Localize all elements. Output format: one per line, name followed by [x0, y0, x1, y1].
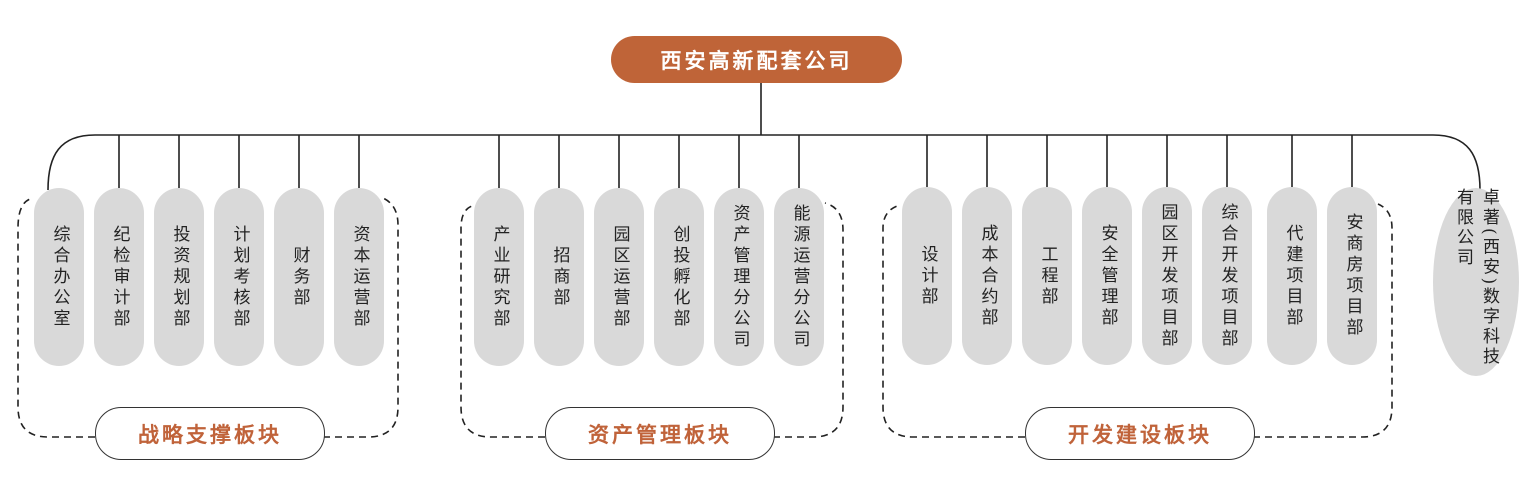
- segment-label-development[interactable]: 开发建设板块: [1025, 407, 1255, 460]
- department-node[interactable]: 招商部: [534, 188, 584, 366]
- department-label: 招商部: [549, 245, 570, 309]
- department-label: 资本运营部: [349, 224, 370, 330]
- root-company-label: 西安高新配套公司: [660, 47, 853, 73]
- segment-3-bracket-left: [882, 204, 1025, 438]
- department-node[interactable]: 安全管理部: [1082, 187, 1132, 365]
- subsidiary-node[interactable]: 卓著(西安)数字科技有限公司: [1433, 188, 1519, 376]
- segment-label-asset[interactable]: 资产管理板块: [545, 407, 775, 460]
- department-label: 纪检审计部: [109, 224, 130, 330]
- department-label: 成本合约部: [977, 223, 998, 329]
- department-label: 工程部: [1037, 244, 1058, 308]
- department-node[interactable]: 创投孵化部: [654, 188, 704, 366]
- department-node[interactable]: 综合开发项目部: [1202, 187, 1252, 365]
- department-node[interactable]: 成本合约部: [962, 187, 1012, 365]
- department-node[interactable]: 财务部: [274, 188, 324, 366]
- segment-1-bracket-left: [17, 197, 95, 438]
- department-label: 综合开发项目部: [1217, 202, 1238, 350]
- department-node[interactable]: 资产管理分公司: [714, 188, 764, 366]
- department-node[interactable]: 能源运营分公司: [774, 188, 824, 366]
- segment-2-bracket-right: [773, 202, 844, 438]
- department-label: 安商房项目部: [1342, 213, 1363, 339]
- department-label: 产业研究部: [489, 224, 510, 330]
- segment-label-strategy[interactable]: 战略支撑板块: [95, 407, 325, 460]
- department-label: 安全管理部: [1097, 223, 1118, 329]
- department-label: 设计部: [917, 244, 938, 308]
- department-label: 园区运营部: [609, 224, 630, 330]
- department-node[interactable]: 园区运营部: [594, 188, 644, 366]
- department-node[interactable]: 资本运营部: [334, 188, 384, 366]
- main-bus: [47, 134, 1481, 191]
- department-label: 园区开发项目部: [1157, 202, 1178, 350]
- segment-label-text: 开发建设板块: [1068, 421, 1212, 447]
- segment-2-bracket-left: [460, 205, 545, 438]
- department-label: 财务部: [289, 245, 310, 309]
- segment-label-text: 战略支撑板块: [138, 421, 282, 447]
- department-label: 投资规划部: [169, 224, 190, 330]
- department-node[interactable]: 投资规划部: [154, 188, 204, 366]
- root-company-node[interactable]: 西安高新配套公司: [611, 36, 902, 83]
- department-node[interactable]: 工程部: [1022, 187, 1072, 365]
- department-node[interactable]: 代建项目部: [1267, 187, 1317, 365]
- department-label: 资产管理分公司: [729, 203, 750, 351]
- department-node[interactable]: 设计部: [902, 187, 952, 365]
- department-label: 能源运营分公司: [789, 203, 810, 351]
- department-node[interactable]: 安商房项目部: [1327, 187, 1377, 365]
- department-label: 创投孵化部: [669, 224, 690, 330]
- segment-3-bracket-right: [1253, 203, 1393, 438]
- department-node[interactable]: 产业研究部: [474, 188, 524, 366]
- department-node[interactable]: 综合办公室: [34, 188, 84, 366]
- department-node[interactable]: 计划考核部: [214, 188, 264, 366]
- department-label: 代建项目部: [1282, 223, 1303, 329]
- department-node[interactable]: 园区开发项目部: [1142, 187, 1192, 365]
- department-label: 计划考核部: [229, 224, 250, 330]
- subsidiary-label: 卓著(西安)数字科技有限公司: [1453, 188, 1499, 368]
- department-node[interactable]: 纪检审计部: [94, 188, 144, 366]
- segment-label-text: 资产管理板块: [588, 421, 732, 447]
- department-label: 综合办公室: [49, 224, 70, 330]
